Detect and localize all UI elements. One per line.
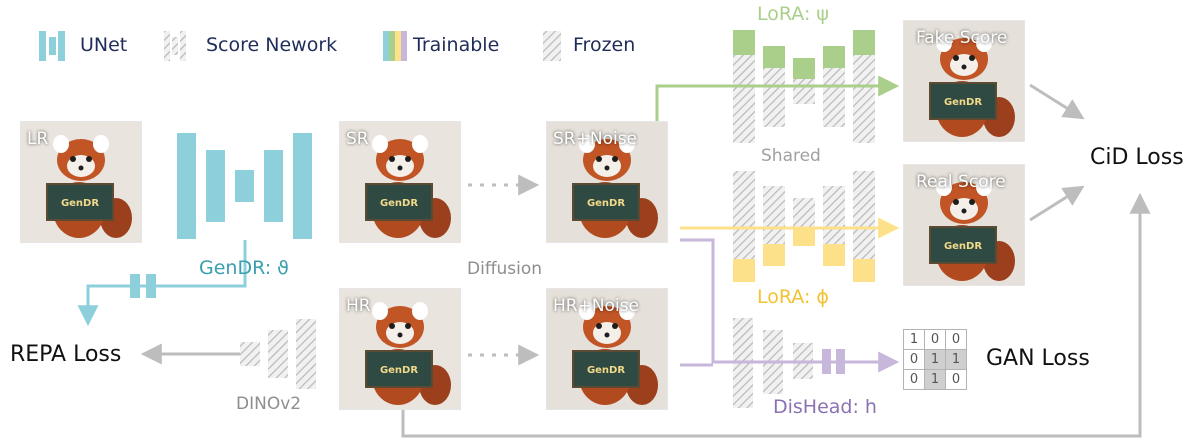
legend-score-network-label: Score Nework (206, 34, 338, 56)
fake-score-image: GenDR Fake Score (903, 20, 1025, 142)
srnoise-to-fake-arrow (655, 75, 900, 130)
dinov2-network-icon (240, 319, 316, 389)
sign-text: GenDR (380, 365, 418, 376)
sr-noise-label: SR+Noise (553, 129, 638, 149)
diffusion-label: Diffusion (467, 259, 543, 279)
hr-to-cid-arrow (401, 192, 1151, 438)
gendr-unet-icon (177, 133, 312, 239)
shared-label: Shared (761, 146, 821, 166)
matrix-cell: 0 (903, 369, 925, 390)
sr-noise-image: GenDR SR+Noise (546, 121, 668, 243)
hr-label: HR (346, 296, 371, 316)
matrix-cell: 1 (924, 349, 946, 370)
dinov2-label: DINOv2 (236, 394, 302, 414)
red-panda-illustration: GenDR (904, 21, 1024, 141)
sign-text: GenDR (380, 198, 418, 209)
discriminator-output-matrix: 1 0 0 0 1 1 0 1 0 (903, 329, 969, 391)
matrix-cell: 1 (945, 349, 967, 370)
legend-trainable-label: Trainable (413, 34, 500, 56)
matrix-cell: 1 (924, 369, 946, 390)
sign-text: GenDR (587, 198, 625, 209)
cid-loss-label: CiD Loss (1090, 145, 1184, 170)
matrix-cell: 1 (903, 329, 925, 350)
matrix-cell: 0 (903, 349, 925, 370)
lr-label: LR (27, 129, 49, 149)
gendr-label: GenDR: ϑ (199, 257, 289, 279)
srnoise-to-dis-arrow (680, 238, 900, 373)
red-panda-illustration: GenDR (340, 289, 460, 409)
red-panda-illustration: GenDR (904, 165, 1024, 285)
fake-score-label: Fake Score (916, 28, 1008, 48)
matrix-cell: 0 (945, 369, 967, 390)
red-panda-illustration: GenDR (547, 122, 667, 242)
sr-image: GenDR SR (339, 121, 461, 243)
red-panda-illustration: GenDR (547, 289, 667, 409)
real-to-cid-arrow (1029, 185, 1085, 222)
red-panda-illustration: GenDR (340, 122, 460, 242)
real-score-label: Real Score (916, 172, 1006, 192)
sr-label: SR (346, 129, 369, 149)
lora-psi-label: LoRA: ψ (757, 3, 829, 25)
matrix-cell: 0 (924, 329, 946, 350)
fake-to-cid-arrow (1029, 83, 1085, 120)
hr-image: GenDR HR (339, 288, 461, 410)
unet-to-repa-arrow (77, 240, 247, 327)
sign-text: GenDR (61, 198, 99, 209)
legend-unet-icon (39, 31, 65, 61)
hr-noise-label: HR+Noise (553, 296, 639, 316)
legend-score-network-icon (164, 31, 186, 61)
legend-frozen-label: Frozen (573, 34, 636, 56)
sign-text: GenDR (944, 97, 982, 108)
dishead-label: DisHead: h (773, 396, 877, 418)
gan-loss-label: GAN Loss (986, 346, 1090, 371)
sign-text: GenDR (944, 241, 982, 252)
sign-text: GenDR (587, 365, 625, 376)
repa-loss-label: REPA Loss (10, 342, 122, 367)
lora-phi-label: LoRA: ϕ (757, 286, 829, 308)
legend-unet-label: UNet (80, 34, 128, 56)
matrix-cell: 0 (945, 329, 967, 350)
lr-image: GenDR LR (20, 121, 142, 243)
real-score-image: GenDR Real Score (903, 164, 1025, 286)
red-panda-illustration: GenDR (21, 122, 141, 242)
hr-noise-image: GenDR HR+Noise (546, 288, 668, 410)
legend-trainable-icon (383, 31, 407, 61)
legend-frozen-icon (543, 31, 561, 61)
